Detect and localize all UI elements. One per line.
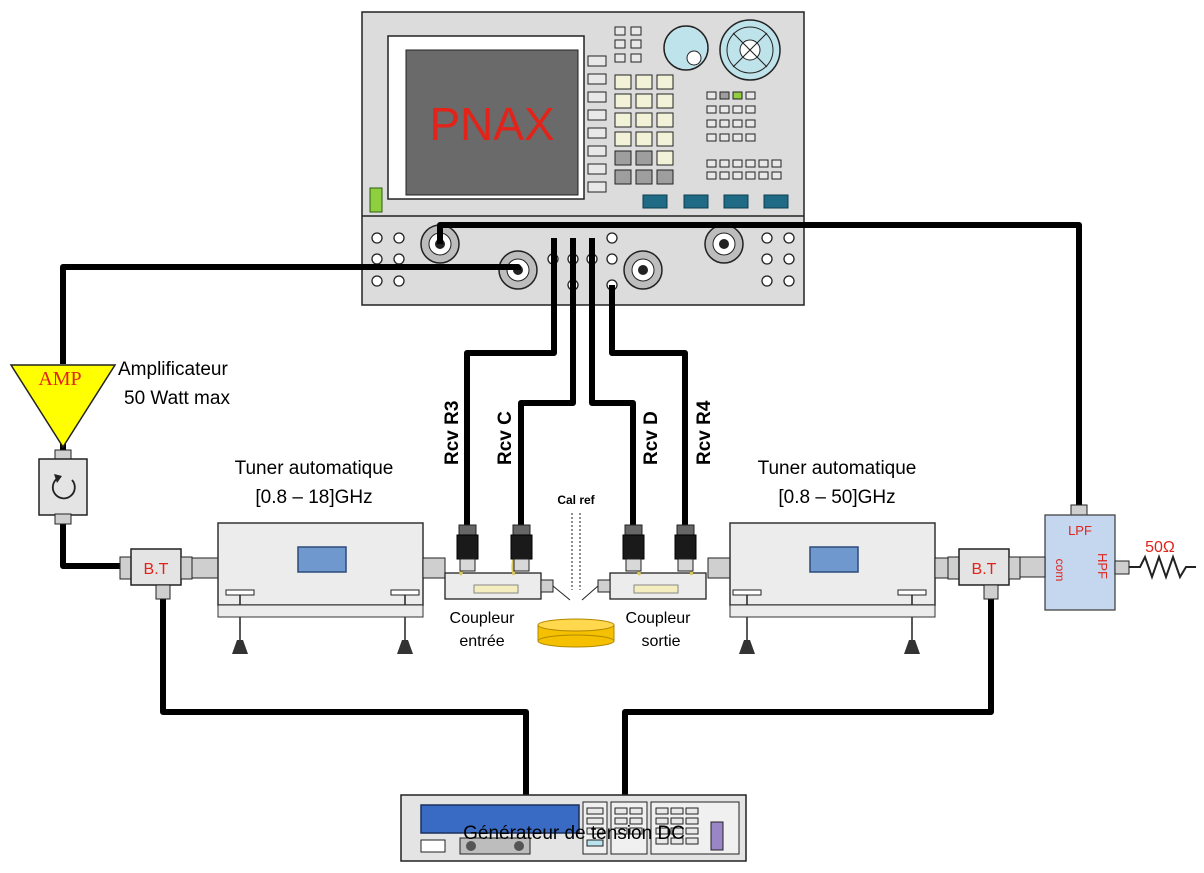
coupler-in-line1: Coupleur xyxy=(450,610,516,627)
amplifier-title: Amplificateur xyxy=(118,359,228,380)
cables xyxy=(60,222,1082,795)
coupler-out-line1: Coupleur xyxy=(626,610,692,627)
cable-rcv-r4 xyxy=(609,285,688,525)
cable-rcv-d xyxy=(589,238,636,525)
cable-rcv-c xyxy=(518,238,576,525)
softkeys xyxy=(587,55,607,193)
front-button-4 xyxy=(763,194,789,209)
rcv-d-label: Rcv D xyxy=(641,411,662,465)
cable-port2-to-amplifier xyxy=(60,264,521,364)
cal-ref-label: Cal ref xyxy=(557,493,595,507)
front-button-2 xyxy=(683,194,709,209)
cable-dc-left xyxy=(160,598,529,795)
dc-supply-title: Générateur de tension DC xyxy=(463,823,685,844)
amplifier: AMP xyxy=(9,364,117,449)
bias-tee-right: B.T xyxy=(947,548,1021,600)
bias-tee-left: B.T xyxy=(119,548,193,600)
pnax-screen-label: PNAX xyxy=(429,98,554,150)
rcv-connectors xyxy=(456,524,697,572)
cable-rcv-r3 xyxy=(464,238,557,525)
rcv-r4-label: Rcv R4 xyxy=(694,400,715,465)
resistor-icon xyxy=(1129,553,1196,581)
tuner-right-title: Tuner automatique xyxy=(758,458,917,479)
front-button-1 xyxy=(642,194,668,209)
cal-ref-plane xyxy=(571,513,581,590)
load-50-ohm: 50Ω xyxy=(1129,539,1196,581)
bias-tee-right-label: B.T xyxy=(972,561,997,578)
tuner-left xyxy=(191,522,446,654)
front-button-3 xyxy=(723,194,749,209)
port-4-connector xyxy=(704,224,744,264)
function-keys xyxy=(706,91,782,180)
cable-dc-right xyxy=(622,596,994,795)
bias-tee-left-label: B.T xyxy=(144,561,169,578)
cable-isolator-to-biastee xyxy=(60,523,123,569)
isolator xyxy=(38,449,88,525)
coupler-in-line2: entrée xyxy=(459,633,504,650)
port-3-connector xyxy=(623,250,663,290)
cable-port1-to-diplexer xyxy=(437,222,1082,508)
pnax-analyzer: PNAX xyxy=(361,11,805,306)
cal-standard xyxy=(537,618,615,648)
tuner-right xyxy=(707,522,949,654)
rcv-c-label: Rcv C xyxy=(495,411,516,465)
amplifier-subtitle: 50 Watt max xyxy=(124,388,230,409)
amp-badge: AMP xyxy=(38,368,81,390)
power-led xyxy=(369,187,383,213)
rcv-r3-label: Rcv R3 xyxy=(442,401,463,465)
dc-supply-caption-block xyxy=(354,820,794,870)
tuner-left-title: Tuner automatique xyxy=(235,458,394,479)
dc-supply xyxy=(400,794,747,862)
diplexer-lpf: LPF xyxy=(1068,523,1092,538)
diplexer: LPF HPF com xyxy=(1019,504,1130,611)
small-knob xyxy=(663,25,709,71)
load-label: 50Ω xyxy=(1145,539,1175,556)
rotary-wheel xyxy=(719,19,781,81)
diplexer-hpf: HPF xyxy=(1095,553,1110,579)
circulator-arrow-icon xyxy=(51,477,76,500)
diplexer-com: com xyxy=(1053,559,1067,582)
coupler-out-line2: sortie xyxy=(641,633,680,650)
keypad xyxy=(614,26,674,185)
tuner-left-range: [0.8 – 18]GHz xyxy=(255,487,372,508)
tuner-right-range: [0.8 – 50]GHz xyxy=(778,487,895,508)
